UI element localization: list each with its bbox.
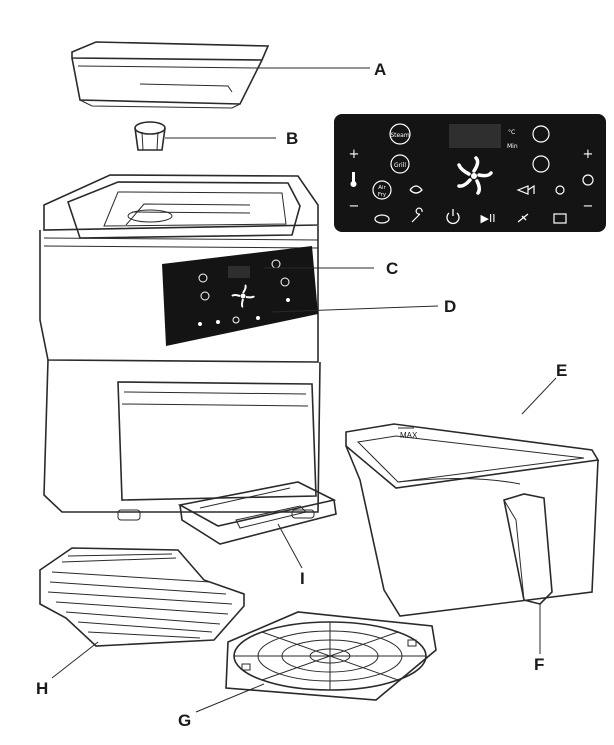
part-b-cap: [134, 121, 166, 151]
callout-i: I: [300, 569, 305, 588]
drumstick-icon: [411, 207, 423, 223]
max-fill-mark: MAX: [400, 431, 418, 440]
callout-d: D: [444, 297, 456, 316]
unit-celsius: °C: [508, 129, 515, 136]
fish-icon: [516, 184, 535, 195]
part-a-lid: [71, 41, 270, 109]
temp-minus-label: −: [349, 199, 360, 214]
callout-a: A: [374, 60, 386, 79]
steam-button-label: Steam: [390, 132, 410, 139]
play-pause-icon: ▶II: [481, 212, 496, 225]
callout-b: B: [286, 129, 298, 148]
callout-f: F: [534, 655, 544, 674]
temp-plus-label: +: [349, 147, 360, 162]
grill-button-label: Grill: [394, 162, 406, 169]
sausage-icon: [555, 185, 565, 195]
cake-icon: [553, 213, 567, 224]
clock-icon: [582, 174, 594, 186]
part-e-basket: MAX: [345, 423, 600, 617]
part-f-handle: [503, 493, 553, 605]
time-minus-label: −: [583, 199, 594, 214]
body-control-panel: [162, 246, 318, 346]
callout-e: E: [556, 361, 567, 380]
air-fryer-body: [39, 174, 321, 521]
callout-h: H: [36, 679, 48, 698]
power-icon: [446, 209, 460, 225]
preset-plus-drop-icon: [532, 155, 550, 173]
part-i-drawer: [177, 481, 337, 545]
callout-c: C: [386, 259, 398, 278]
thermometer-icon: [350, 172, 357, 187]
display-screen: [449, 124, 501, 148]
unit-minutes: Min: [507, 143, 518, 150]
control-panel-detail: °C Min Steam Grill Air Fry + − + −: [334, 114, 606, 232]
steak-icon: [374, 214, 390, 224]
preset-drop-icon: [532, 125, 550, 143]
part-h-grill-rack: [39, 547, 245, 647]
small-fan-icon: [231, 284, 255, 308]
leader-lines: [51, 67, 557, 713]
part-g-round-rack: [225, 611, 437, 701]
time-plus-label: +: [583, 147, 594, 162]
shrimp-icon: [409, 185, 423, 194]
air-fry-label-line1: Air: [378, 185, 386, 191]
vegetable-icon: [517, 213, 529, 223]
air-fry-label-line2: Fry: [378, 192, 387, 198]
callout-g: G: [178, 711, 191, 730]
fan-icon: [457, 156, 493, 195]
